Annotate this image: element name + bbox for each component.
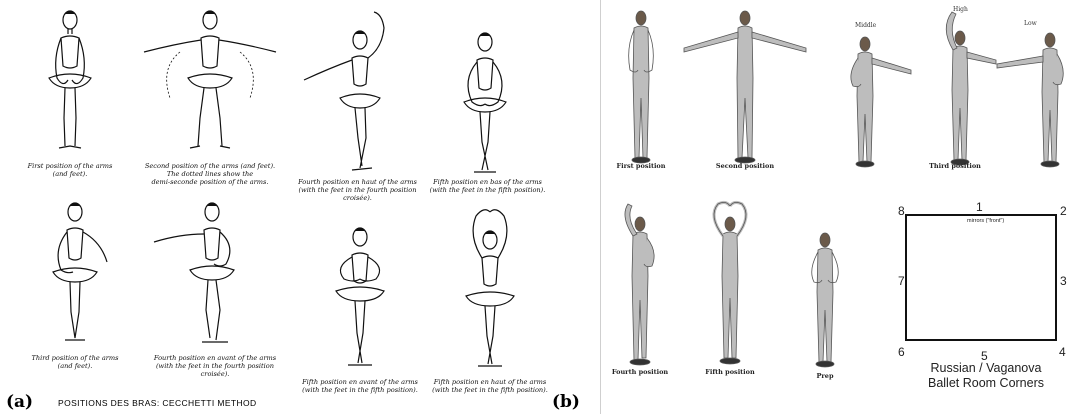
panel-label-a: (a) (6, 392, 33, 412)
caption-fifth-en-bas: Fifth position en bas of the arms (with … (425, 178, 550, 194)
figure-first-position-drawing (35, 8, 105, 158)
caption-b-third-position: Third position (910, 162, 1000, 170)
corner-6: 6 (898, 345, 905, 359)
photo-third-middle (835, 34, 915, 170)
room-title-line2: Ballet Room Corners (896, 376, 1076, 391)
photo-third-low (995, 30, 1075, 170)
corner-1: 1 (976, 200, 983, 214)
photo-second-position (680, 8, 810, 166)
caption-b-fourth-position: Fourth position (595, 368, 685, 376)
caption-b-first-position: First position (596, 162, 686, 170)
caption-fourth-en-avant: Fourth position en avant of the arms (wi… (145, 354, 285, 378)
room-title-line1: Russian / Vaganova (896, 361, 1076, 376)
photo-third-high (930, 8, 1000, 168)
panel-a-cecchetti: First position of the arms (and feet). S… (0, 0, 600, 414)
figure-fourth-en-avant-drawing (150, 200, 260, 350)
corner-8: 8 (898, 204, 905, 218)
panel-a-title: POSITIONS DES BRAS: CECCHETTI METHOD (58, 398, 257, 408)
panel-b-vaganova: First position Second position Middle Hi… (600, 0, 1076, 414)
corner-2: 2 (1060, 204, 1067, 218)
figure-fifth-en-bas-drawing (450, 30, 520, 180)
room-title: Russian / Vaganova Ballet Room Corners (896, 361, 1076, 391)
figure-third-position-drawing (35, 200, 115, 350)
caption-b-fifth-position: Fifth position (685, 368, 775, 376)
panel-label-b: (b) (552, 392, 580, 412)
caption-second-position: Second position of the arms (and feet). … (140, 162, 280, 186)
figure-fifth-en-haut-drawing (450, 200, 530, 375)
corner-4: 4 (1059, 345, 1066, 359)
caption-third-position: Third position of the arms (and feet). (25, 354, 125, 370)
corner-7: 7 (898, 274, 905, 288)
label-low: Low (1024, 20, 1037, 27)
photo-fourth-position (610, 200, 670, 368)
caption-fifth-en-avant: Fifth position en avant of the arms (wit… (295, 378, 425, 394)
mirrors-label: mirrors ("front") (967, 218, 1004, 224)
caption-first-position: First position of the arms (and feet). (20, 162, 120, 178)
photo-first-position (616, 8, 666, 166)
photo-fifth-position (700, 198, 760, 366)
corner-3: 3 (1060, 274, 1067, 288)
figure-second-position-drawing (140, 8, 280, 158)
caption-fourth-en-haut: Fourth position en haut of the arms (wit… (295, 178, 420, 202)
caption-b-second-position: Second position (700, 162, 790, 170)
caption-fifth-en-haut: Fifth position en haut of the arms (with… (425, 378, 555, 394)
room-corners-diagram (900, 210, 1060, 345)
figure-fourth-en-haut-drawing (300, 8, 410, 178)
figure-fifth-en-avant-drawing (320, 225, 400, 375)
caption-b-prep: Prep (780, 372, 870, 380)
label-middle: Middle (855, 22, 876, 29)
photo-prep (800, 230, 850, 370)
